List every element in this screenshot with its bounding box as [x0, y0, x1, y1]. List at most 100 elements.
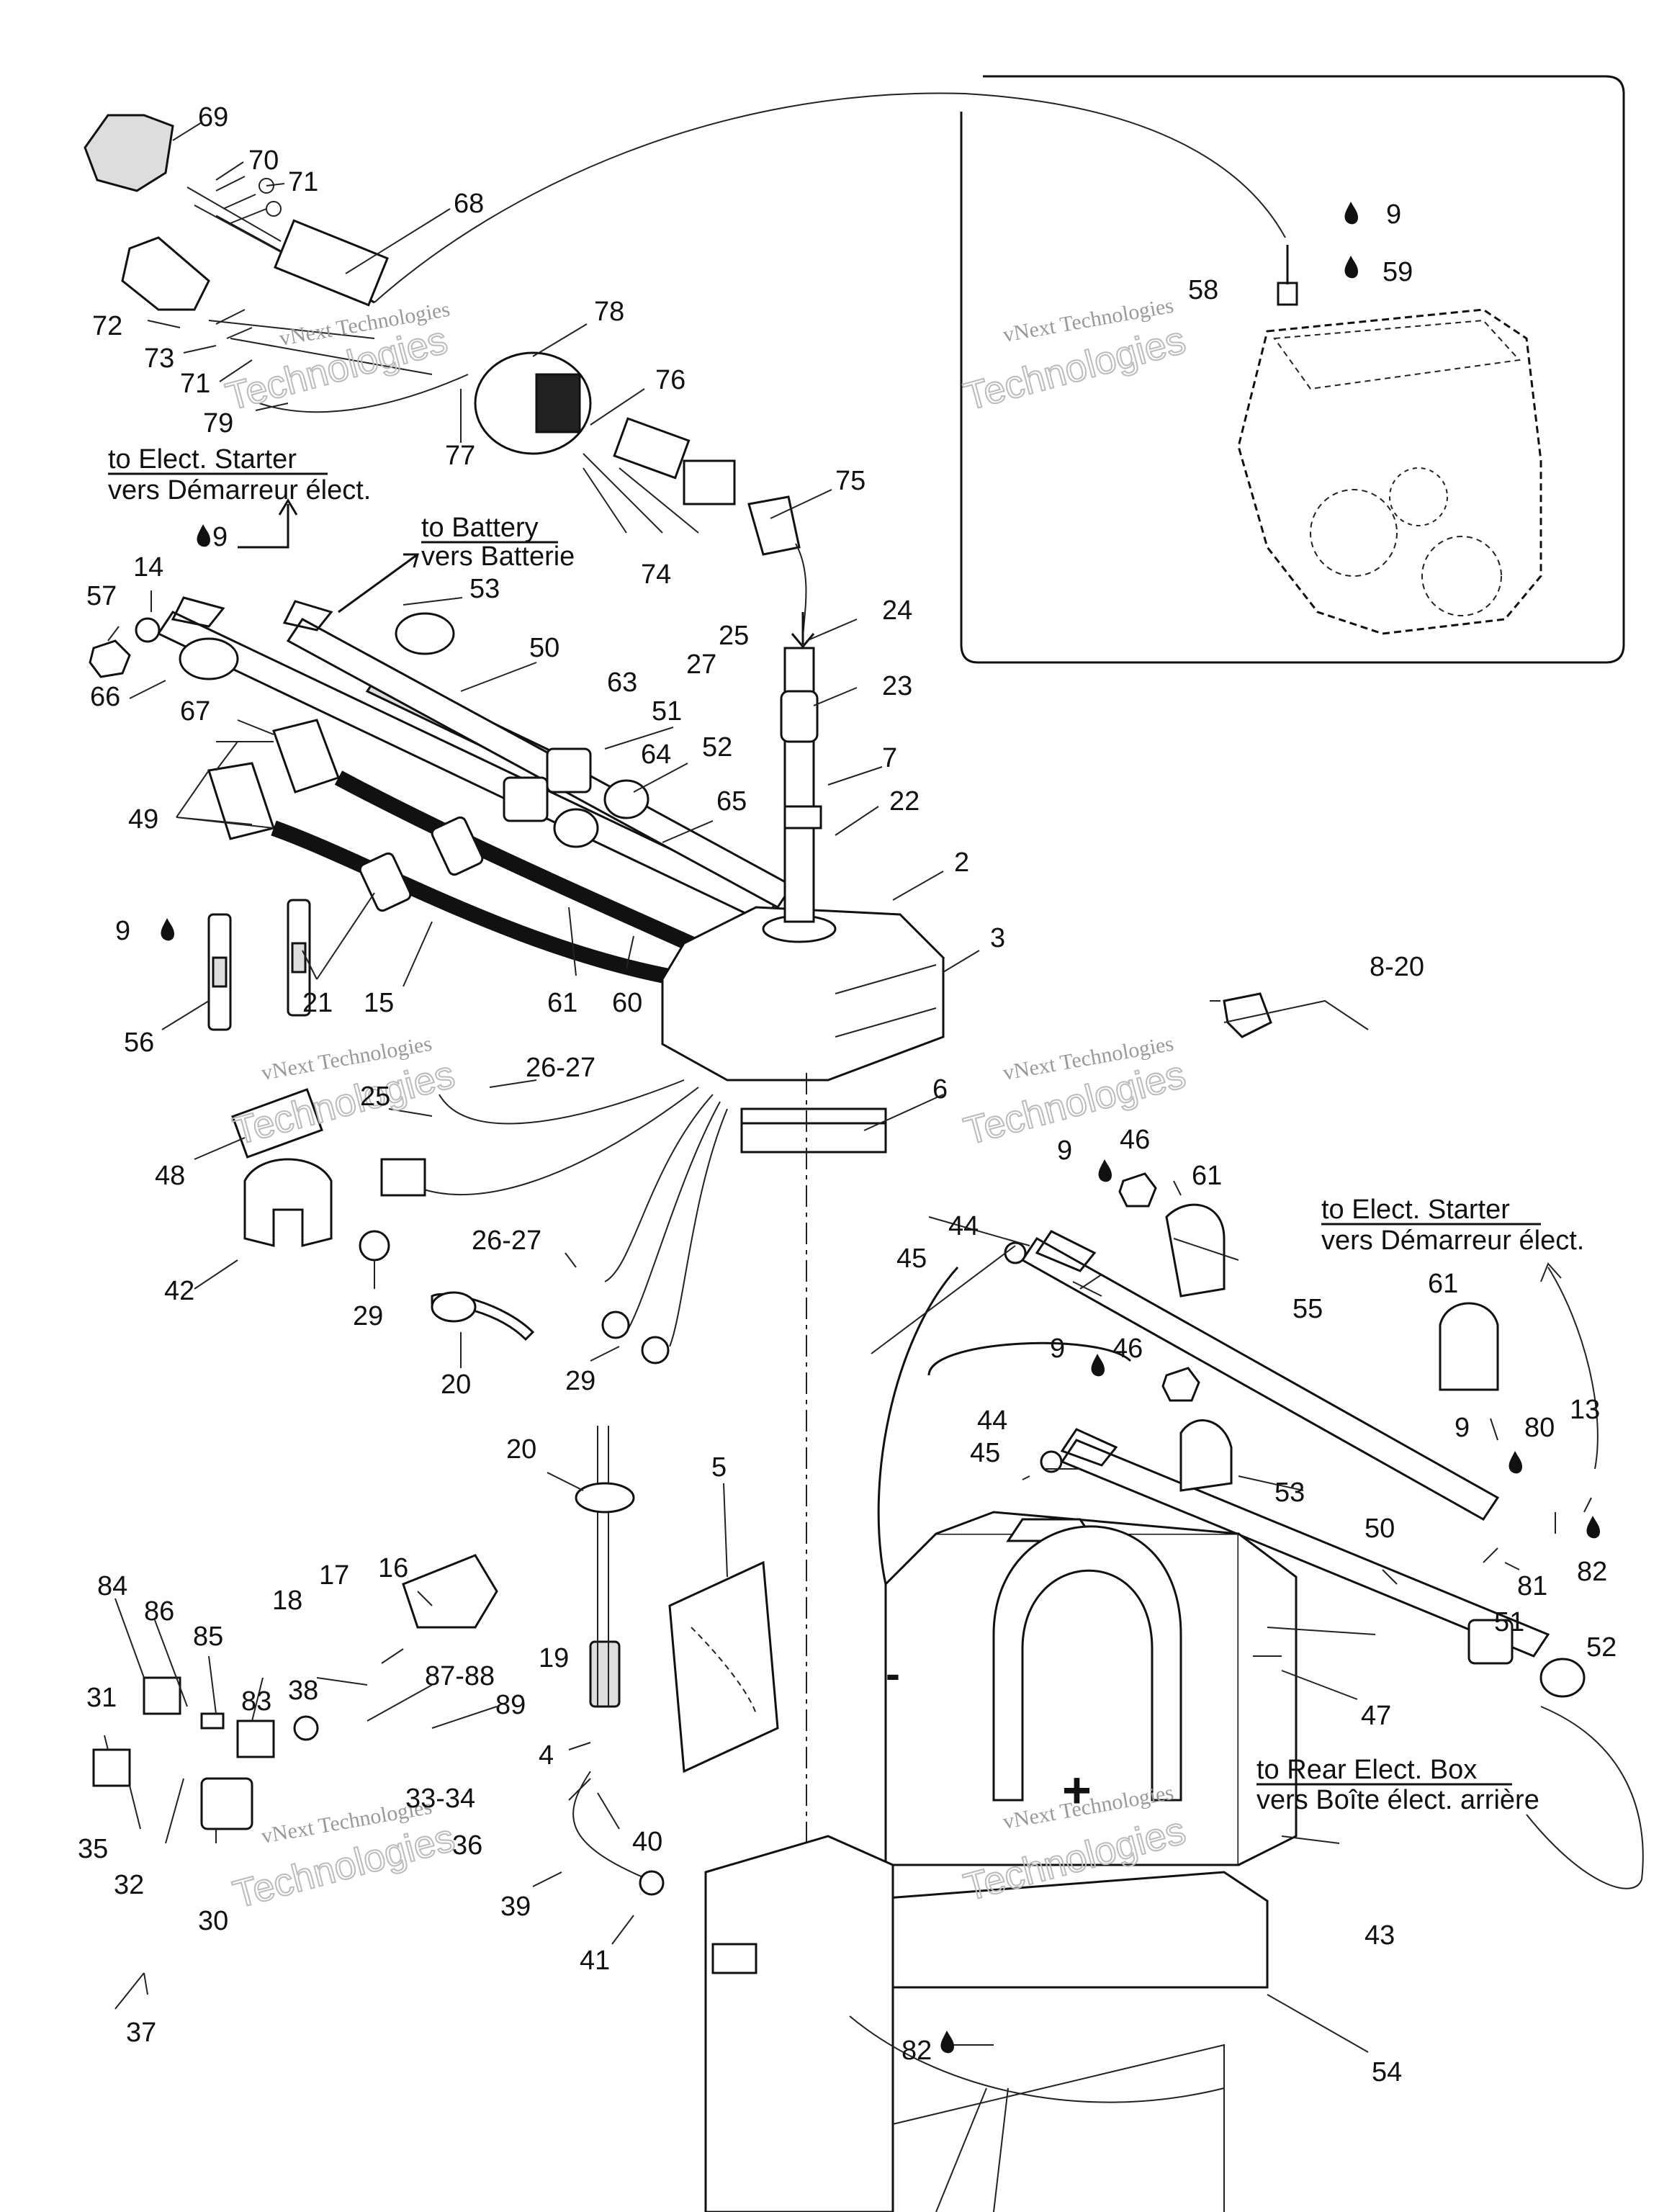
- gauge-connector-78: [474, 351, 736, 505]
- part-callouts: 6970716872737178767977757491457665350635…: [78, 102, 1617, 2087]
- callout-c56: 56: [124, 1028, 154, 1058]
- engine-block: [1237, 308, 1542, 635]
- callout-c22: 22: [889, 786, 920, 817]
- callout-c79: 79: [203, 408, 233, 439]
- callout-c43: 43: [1364, 1920, 1395, 1951]
- callout-c5: 5: [711, 1452, 727, 1483]
- wires-lower-left: [231, 1079, 728, 1364]
- callout-c20b: 20: [506, 1434, 536, 1465]
- callout-c51b: 51: [1494, 1607, 1524, 1637]
- callout-c46b: 46: [1112, 1334, 1143, 1364]
- callout-c17: 17: [319, 1560, 349, 1591]
- callout-c60: 60: [612, 988, 642, 1018]
- callout-c9d: 9: [1057, 1136, 1072, 1166]
- callout-c16: 16: [378, 1553, 408, 1583]
- callout-c71a: 71: [288, 167, 318, 197]
- callout-c74: 74: [641, 559, 671, 590]
- note-rear-box-en: to Rear Elect. Box: [1256, 1755, 1477, 1785]
- callout-c36: 36: [452, 1830, 482, 1861]
- callout-c9c: 9: [1386, 199, 1401, 230]
- sealant-drop-icon: [1344, 202, 1358, 225]
- sealant-drop-icon: [940, 2031, 954, 2054]
- callout-c2: 2: [954, 848, 969, 878]
- callout-c14: 14: [133, 552, 163, 583]
- callout-c82b: 82: [902, 2036, 932, 2066]
- callout-c61a: 61: [547, 988, 577, 1018]
- callout-c27: 27: [686, 649, 716, 680]
- callout-c78: 78: [594, 297, 624, 327]
- callout-c73: 73: [144, 343, 174, 374]
- sealant-drop-icons: [161, 202, 1600, 2054]
- callout-c46a: 46: [1120, 1125, 1150, 1155]
- callout-c89: 89: [495, 1690, 526, 1720]
- callout-c53b: 53: [1274, 1478, 1305, 1508]
- note-starter-top-fr: vers Démarreur élect.: [108, 475, 371, 505]
- callout-c76: 76: [655, 365, 685, 395]
- callout-c44a: 44: [948, 1211, 979, 1241]
- battery-cables-top: [89, 596, 794, 923]
- engine-inset: [374, 75, 1625, 664]
- callout-c41: 41: [580, 1946, 610, 1976]
- callout-c20a: 20: [441, 1370, 471, 1400]
- callout-c29b: 29: [565, 1366, 595, 1396]
- callout-c75: 75: [835, 466, 866, 496]
- callout-c86: 86: [144, 1596, 174, 1627]
- callout-c9b: 9: [115, 916, 130, 946]
- callout-c64: 64: [641, 739, 671, 770]
- callout-c68: 68: [454, 189, 484, 219]
- callout-c6: 6: [932, 1074, 948, 1105]
- callout-c72: 72: [92, 311, 122, 341]
- direction-notes: to Elect. Starter vers Démarreur élect. …: [108, 444, 1599, 1818]
- callout-c85: 85: [193, 1622, 223, 1652]
- callout-c25a: 25: [719, 621, 749, 651]
- lower-left-assembly: [92, 1426, 779, 2010]
- callout-c8788: 87-88: [425, 1661, 495, 1691]
- callout-c50b: 50: [1364, 1514, 1395, 1544]
- callout-c44b: 44: [977, 1406, 1007, 1436]
- callout-c38: 38: [288, 1676, 318, 1706]
- terminal-pins-70-71: [215, 176, 282, 339]
- callout-c61b: 61: [1192, 1161, 1222, 1191]
- callout-c24: 24: [882, 595, 912, 626]
- battery-assembly: [704, 1511, 1298, 2212]
- callout-c21: 21: [302, 988, 333, 1018]
- sealant-drop-icon: [1091, 1354, 1105, 1377]
- note-battery-fr: vers Batterie: [421, 541, 575, 572]
- harness-connectors-top: [84, 114, 815, 649]
- sealant-drop-icon: [161, 918, 174, 941]
- callout-c65: 65: [716, 786, 747, 817]
- callout-c13: 13: [1570, 1395, 1600, 1425]
- callout-c19: 19: [539, 1643, 569, 1673]
- callout-c58: 58: [1188, 275, 1218, 305]
- callout-c9f: 9: [1455, 1413, 1470, 1443]
- callout-c42: 42: [164, 1276, 194, 1306]
- callout-c84: 84: [97, 1571, 127, 1601]
- callout-c820: 8-20: [1370, 952, 1424, 982]
- callout-c30: 30: [198, 1906, 228, 1936]
- callout-c80: 80: [1524, 1413, 1555, 1443]
- callout-c37: 37: [126, 2018, 156, 2048]
- callout-c81: 81: [1517, 1571, 1547, 1601]
- callout-c67: 67: [180, 696, 210, 727]
- battery-minus-sign: -: [886, 1650, 900, 1698]
- callout-c66: 66: [90, 682, 120, 712]
- callout-c39: 39: [500, 1892, 531, 1922]
- callout-c45a: 45: [896, 1244, 927, 1274]
- note-battery-en: to Battery: [421, 513, 539, 543]
- sealant-drop-icon: [1509, 1451, 1522, 1474]
- callout-c83: 83: [241, 1686, 271, 1717]
- callout-c71b: 71: [180, 369, 210, 399]
- callout-c32: 32: [114, 1870, 144, 1900]
- callout-c82a: 82: [1577, 1557, 1607, 1587]
- callout-c54: 54: [1372, 2057, 1402, 2087]
- callout-c51a: 51: [652, 696, 682, 727]
- callout-c31: 31: [86, 1683, 117, 1713]
- callout-c29a: 29: [353, 1301, 383, 1331]
- sealant-drop-icon: [1344, 256, 1358, 279]
- callout-c2627a: 26-27: [526, 1053, 595, 1083]
- callout-c45b: 45: [970, 1438, 1000, 1468]
- callout-c40: 40: [632, 1827, 662, 1857]
- note-starter-right-fr: vers Démarreur élect.: [1321, 1226, 1584, 1256]
- callout-c77: 77: [445, 441, 475, 471]
- sealant-drop-icon: [1098, 1159, 1112, 1182]
